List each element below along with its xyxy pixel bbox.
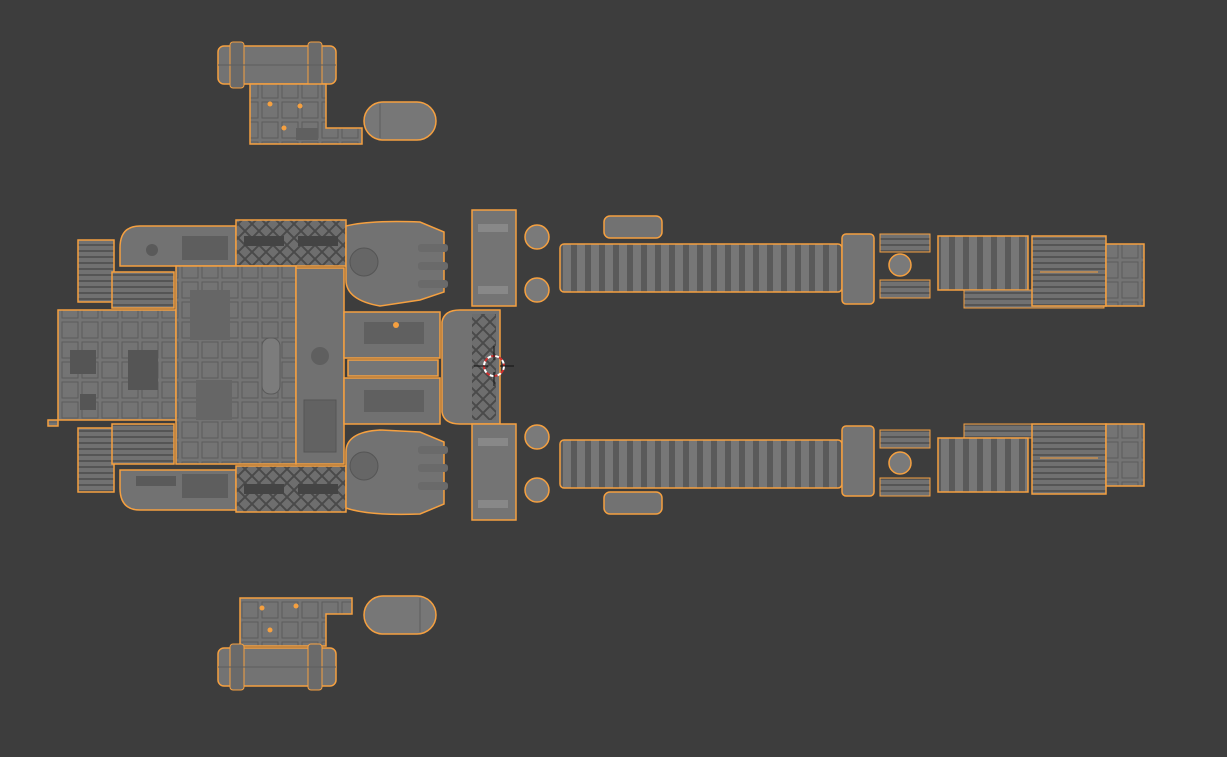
hatch-plate-top[interactable] xyxy=(343,311,441,359)
top-side-piece-bracket[interactable] xyxy=(249,83,363,145)
truss-panel-top[interactable] xyxy=(235,219,347,267)
front-plate-top[interactable] xyxy=(471,209,517,307)
hull-rear-grille[interactable] xyxy=(77,239,175,309)
track-guard-top[interactable] xyxy=(119,225,237,267)
top-side-piece-tank[interactable] xyxy=(217,41,337,89)
bottom-side-piece-tank[interactable] xyxy=(217,643,337,691)
sponson-turret-bottom[interactable] xyxy=(345,429,448,516)
center-rod[interactable] xyxy=(347,359,439,377)
hatch-plate-bottom[interactable] xyxy=(343,377,441,425)
hull-deck-center[interactable] xyxy=(175,265,297,465)
truss-panel-bottom[interactable] xyxy=(235,465,347,513)
hull-deck-right[interactable] xyxy=(295,267,345,465)
3d-cursor-icon[interactable] xyxy=(474,346,514,386)
sprocket-bottom[interactable] xyxy=(879,429,931,497)
top-side-piece-capsule[interactable] xyxy=(363,101,437,141)
bottom-side-piece-capsule[interactable] xyxy=(363,595,437,635)
front-glacis[interactable] xyxy=(441,309,501,425)
sponson-turret-top[interactable] xyxy=(345,220,448,307)
track-wheel-set-bottom[interactable] xyxy=(524,424,550,503)
sprocket-top[interactable] xyxy=(879,233,931,299)
bottom-side-piece-bracket[interactable] xyxy=(239,597,353,647)
front-plate-bottom[interactable] xyxy=(471,423,517,521)
track-wheel-set-top[interactable] xyxy=(524,224,550,303)
vent-grille-bottom[interactable] xyxy=(937,423,1105,493)
track-guard-bottom[interactable] xyxy=(119,469,237,511)
track-links-top[interactable] xyxy=(559,215,875,305)
rear-panel-top[interactable] xyxy=(1031,235,1145,307)
rear-panel-bottom[interactable] xyxy=(1031,423,1145,495)
hull-rear-plate[interactable] xyxy=(47,309,177,427)
hull-rear-lower-grille[interactable] xyxy=(77,423,175,493)
track-links-bottom[interactable] xyxy=(559,425,875,515)
